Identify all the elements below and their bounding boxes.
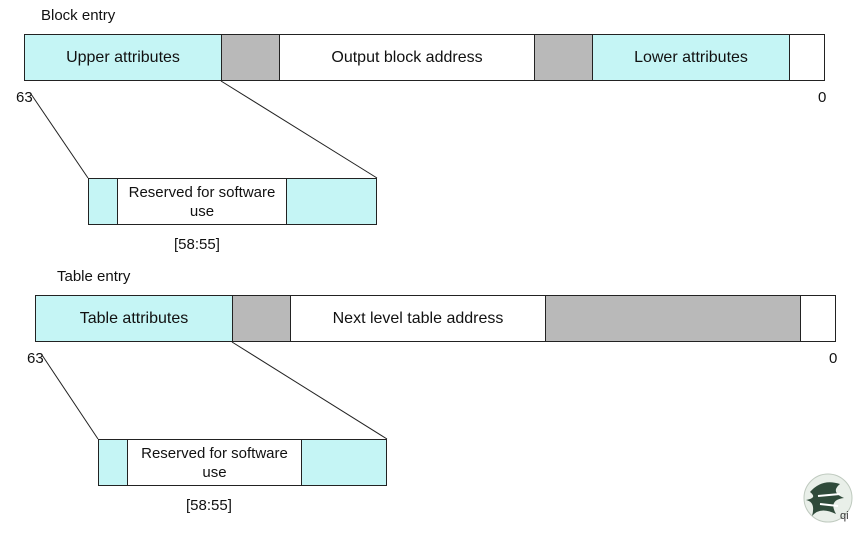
table-entry-bar: Table attributes Next level table addres… xyxy=(35,295,836,342)
block-bit-0-label: 0 xyxy=(818,89,827,106)
block-lower-attributes-field: Lower attributes xyxy=(593,35,790,80)
block-detail-reserved-software: Reserved for software use xyxy=(118,179,287,224)
block-bit-63-label: 63 xyxy=(16,89,33,106)
block-detail-range: [58:55] xyxy=(174,236,220,253)
block-reserved-field-2 xyxy=(535,35,593,80)
block-detail-bar: Reserved for software use xyxy=(88,178,377,225)
block-entry-bar: Upper attributes Output block address Lo… xyxy=(24,34,825,81)
table-reserved-field-2 xyxy=(546,296,801,341)
block-reserved-field-1 xyxy=(222,35,280,80)
table-entry-title: Table entry xyxy=(57,268,131,285)
block-expansion-line-right xyxy=(220,80,378,179)
table-bit-0-label: 0 xyxy=(829,350,838,367)
block-output-address-field: Output block address xyxy=(280,35,535,80)
block-detail-left-attr xyxy=(89,179,118,224)
table-bit-63-label: 63 xyxy=(27,350,44,367)
table-next-level-address-field: Next level table address xyxy=(291,296,546,341)
block-upper-attributes-field: Upper attributes xyxy=(25,35,222,80)
watermark-text: qi xyxy=(840,510,849,522)
table-detail-range: [58:55] xyxy=(186,497,232,514)
block-expansion-line-left xyxy=(30,93,89,179)
table-detail-bar: Reserved for software use xyxy=(98,439,387,486)
table-reserved-field-1 xyxy=(233,296,291,341)
table-expansion-line-right xyxy=(231,341,388,440)
table-attributes-field: Table attributes xyxy=(36,296,233,341)
block-low-bits-field xyxy=(790,35,824,80)
table-expansion-line-left xyxy=(41,354,99,440)
table-low-bits-field xyxy=(801,296,835,341)
table-detail-left-attr xyxy=(99,440,128,485)
watermark-logo: qi xyxy=(800,470,860,528)
logo-icon xyxy=(803,473,853,523)
table-detail-reserved-software: Reserved for software use xyxy=(128,440,302,485)
block-entry-title: Block entry xyxy=(41,7,116,24)
table-detail-right-attr xyxy=(302,440,386,485)
block-detail-right-attr xyxy=(287,179,376,224)
